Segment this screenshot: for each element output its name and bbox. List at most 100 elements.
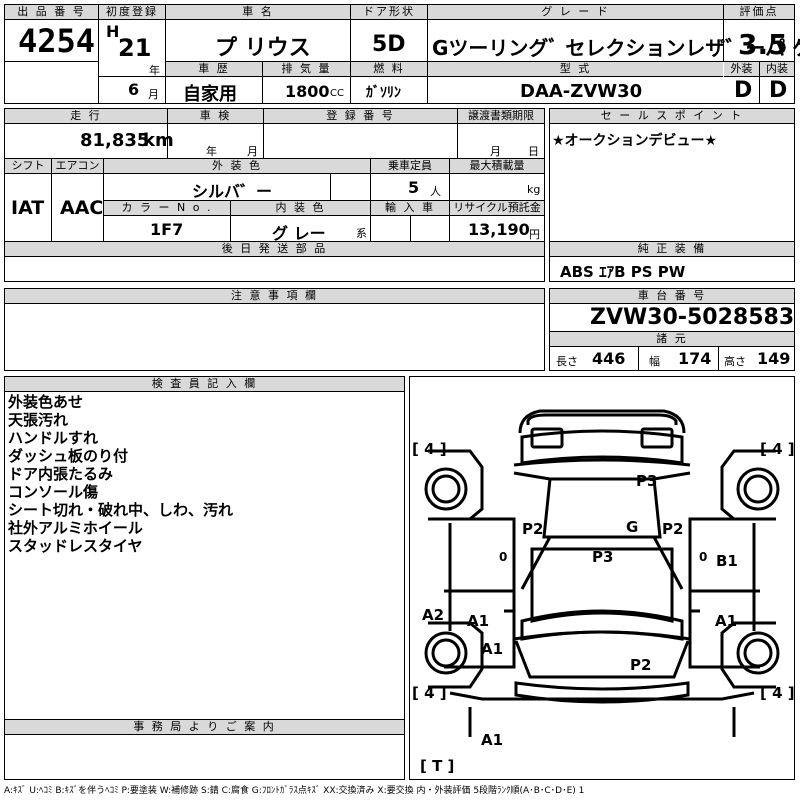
car-name: プ リウス <box>215 36 311 61</box>
aircon-header: エアコン <box>52 159 103 174</box>
door-header: ドア形状 <box>351 5 427 20</box>
specs-header: 諸 元 <box>550 332 794 347</box>
equipment: ABS ｴｱB PS PW <box>560 263 686 281</box>
tire-top-right-label: [ 4 ] <box>760 440 795 458</box>
mark-a1-right-door: A1 <box>715 612 738 630</box>
tire-top-left-label: [ 4 ] <box>412 440 447 458</box>
inspector-note: ドア内張たるみ <box>8 465 114 483</box>
length-label: 長さ <box>556 355 578 368</box>
interior-rank: D <box>769 78 788 103</box>
length: 446 <box>592 349 626 368</box>
mark-a1-left-door: A1 <box>467 612 490 630</box>
legend-text: A:ｷｽﾞ U:ﾍｺﾐ B:ｷｽﾞを伴うﾍｺﾐ P:要塗装 W:補修跡 S:錆 … <box>4 786 585 796</box>
chassis-box <box>549 288 795 371</box>
sales-point-box <box>549 108 795 282</box>
reg-month: 6 <box>128 80 140 99</box>
capacity: 5 <box>408 178 420 197</box>
max-load-unit: kg <box>527 183 541 196</box>
history-header: 車 歴 <box>166 62 262 77</box>
color-no: 1F7 <box>150 220 184 239</box>
damage-diagram-box <box>409 376 795 780</box>
inspector-note: スタッドレスタイヤ <box>8 537 143 555</box>
shift-header: シフト <box>5 159 51 174</box>
recycle: 13,190 <box>468 220 530 239</box>
mark-zero-left: 0 <box>499 550 508 564</box>
trunk-label: [ T ] <box>420 757 455 775</box>
recycle-header: リサイクル預託金 <box>450 201 544 216</box>
tire-bottom-left-label: [ 4 ] <box>412 684 447 702</box>
interior-color-header: 内 装 色 <box>231 201 370 216</box>
later-parts-header: 後 日 発 送 部 品 <box>5 242 544 257</box>
transfer-month-unit: 月 <box>490 145 501 158</box>
inspection-header: 車 検 <box>168 109 263 124</box>
inspection-month-unit: 月 <box>247 145 258 158</box>
lot-no: 4254 <box>18 22 96 60</box>
era-label: H <box>106 22 120 41</box>
inspector-note: 外装色あせ <box>8 393 84 411</box>
model: DAA-ZVW30 <box>520 81 643 102</box>
mileage-unit: km <box>143 130 174 151</box>
mark-b1: B1 <box>716 552 738 570</box>
transfer-day-unit: 日 <box>528 145 539 158</box>
inspection-year-unit: 年 <box>206 145 217 158</box>
mark-zero-right: 0 <box>699 550 708 564</box>
interior-header: 内装 <box>760 62 794 77</box>
history: 自家用 <box>183 84 237 105</box>
fuel-header: 燃 料 <box>351 62 427 77</box>
recycle-unit: 円 <box>529 228 540 241</box>
height-label: 高さ <box>724 355 746 368</box>
grade-header: グ レ ー ド <box>428 5 723 20</box>
inspector-note: コンソール傷 <box>8 483 99 501</box>
displacement: 1800 <box>285 82 330 101</box>
model-header: 型 式 <box>428 62 723 77</box>
chassis-number: ZVW30-5028583 <box>590 305 795 330</box>
transfer-header: 譲渡書類期限 <box>458 109 544 124</box>
mark-a1-bumper: A1 <box>481 731 504 749</box>
sales-point-header: セ ー ル ス ポ イ ン ト <box>550 109 794 124</box>
mark-p2-left: P2 <box>522 520 544 538</box>
displacement-header: 排 気 量 <box>263 62 350 77</box>
door-type: 5D <box>372 32 406 57</box>
year-unit: 年 <box>149 64 160 77</box>
inspector-note: 社外アルミホイール <box>8 519 143 537</box>
width-label: 幅 <box>649 355 660 368</box>
reg-year: 21 <box>118 34 152 62</box>
aircon: AAC <box>60 197 104 219</box>
grade: Gツーリングﾞ セレクションレザ゛ーパ ケ <box>432 36 800 60</box>
height: 149 <box>757 349 791 368</box>
mark-g-windshield: G <box>626 518 639 536</box>
car-name-header: 車 名 <box>166 5 350 20</box>
mileage-header: 走 行 <box>5 109 167 124</box>
displacement-unit: CC <box>330 88 344 99</box>
sales-point: ★オークションデビュー★ <box>552 133 718 149</box>
interior-color: グ レー <box>272 224 326 243</box>
interior-color-suffix: 系 <box>356 227 367 240</box>
exterior-header: 外装 <box>724 62 759 77</box>
first-reg-header: 初度登録 <box>99 5 165 20</box>
vehicle-info-table <box>4 108 545 282</box>
color-no-header: カ ラ ー N o . <box>104 201 230 216</box>
registration-header: 登 録 番 号 <box>264 109 457 124</box>
exterior-rank: D <box>734 78 753 103</box>
mark-p2-hood: P2 <box>630 656 652 674</box>
mark-a2: A2 <box>422 606 445 624</box>
capacity-unit: 人 <box>430 185 441 198</box>
exterior-color: シルバ゛ー <box>192 182 273 201</box>
score-header: 評価点 <box>724 5 794 20</box>
mark-p2-right: P2 <box>662 520 684 538</box>
capacity-header: 乗車定員 <box>371 159 449 174</box>
inspector-note: シート切れ・破れ中、しわ、汚れ <box>8 501 234 519</box>
inspector-header: 検 査 員 記 入 欄 <box>5 377 404 392</box>
mark-a1-fender: A1 <box>481 640 504 658</box>
caution-box <box>4 288 545 371</box>
tire-bottom-right-label: [ 4 ] <box>760 684 795 702</box>
caution-header: 注 意 事 項 欄 <box>5 289 544 304</box>
header-table <box>4 4 795 104</box>
width: 174 <box>678 349 712 368</box>
mark-p3-rear: P3 <box>636 472 658 490</box>
import-header: 輸 入 車 <box>371 201 449 216</box>
fuel: ｶﾞｿﾘﾝ <box>366 85 401 101</box>
shift: IAT <box>11 197 45 219</box>
inspector-note: 天張汚れ <box>8 411 69 429</box>
inspector-box <box>4 376 405 780</box>
